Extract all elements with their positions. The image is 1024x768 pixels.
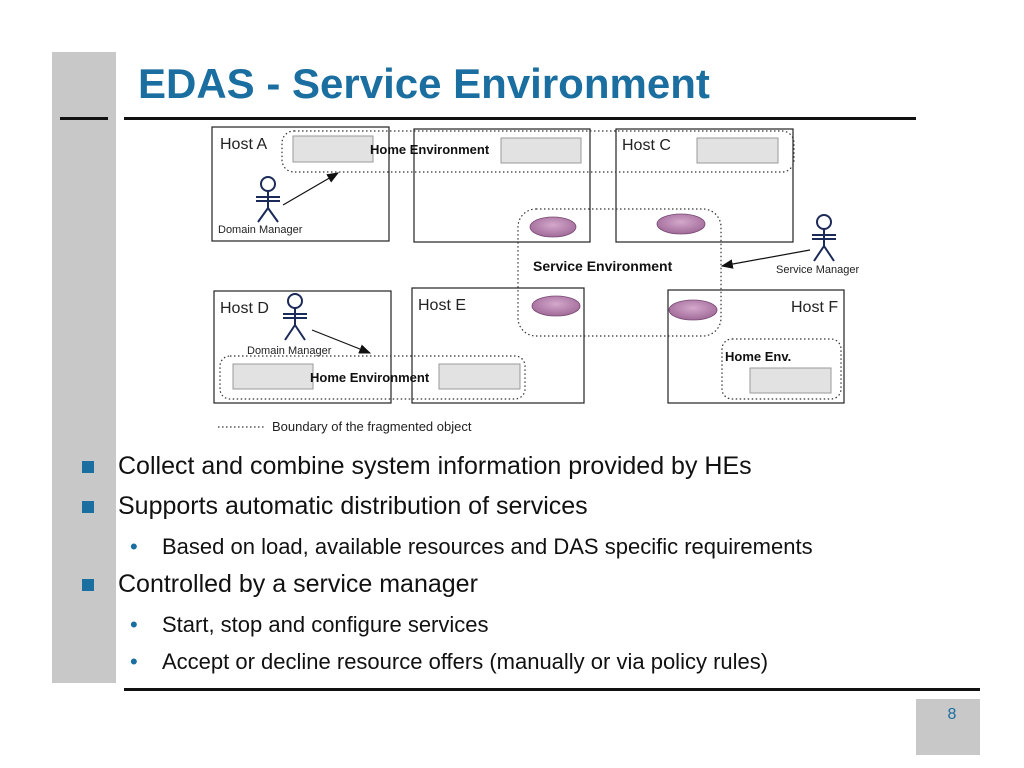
home-environment-bottom-label: Home Environment bbox=[310, 370, 430, 385]
host-a-box bbox=[211, 126, 390, 242]
service-fragment-1 bbox=[529, 216, 577, 238]
sub-bullet-text: Accept or decline resource offers (manua… bbox=[162, 649, 769, 674]
home-environment-bottom-boundary bbox=[219, 355, 526, 400]
home-environment-top-label: Home Environment bbox=[370, 142, 490, 157]
host-d-label: Host D bbox=[220, 300, 269, 317]
arrow-service-manager bbox=[720, 249, 811, 269]
domain-manager-a-icon bbox=[256, 176, 280, 223]
dot-bullet-icon: • bbox=[130, 649, 138, 674]
bullet-text: Supports automatic distribution of servi… bbox=[118, 492, 588, 520]
service-environment-label: Service Environment bbox=[533, 258, 673, 274]
square-bullet-icon bbox=[82, 501, 94, 513]
host-c-label: Host C bbox=[622, 137, 671, 154]
sub-bullet-text: Based on load, available resources and D… bbox=[162, 534, 813, 559]
service-fragment-3 bbox=[531, 295, 581, 317]
square-bullet-icon bbox=[82, 461, 94, 473]
fragment-box-a bbox=[292, 135, 374, 163]
host-b-box bbox=[413, 128, 591, 243]
fragment-box-b bbox=[500, 137, 582, 164]
page-number: 8 bbox=[947, 706, 957, 723]
arrow-domain-manager-a bbox=[282, 172, 340, 206]
home-env-f-label: Home Env. bbox=[725, 349, 791, 364]
fragment-box-d bbox=[232, 363, 314, 390]
host-d-box bbox=[213, 290, 392, 404]
domain-manager-a-label: Domain Manager bbox=[218, 224, 303, 236]
service-manager-label: Service Manager bbox=[776, 264, 859, 276]
host-c-box bbox=[615, 128, 794, 243]
host-f-box bbox=[667, 289, 845, 404]
fragment-box-e bbox=[438, 363, 521, 390]
service-fragment-2 bbox=[656, 213, 706, 235]
host-f-label: Host F bbox=[791, 299, 838, 316]
dot-bullet-icon: • bbox=[130, 612, 138, 637]
host-e-box bbox=[411, 287, 585, 404]
bullet-text: Controlled by a service manager bbox=[118, 570, 478, 598]
sidebar-decoration bbox=[52, 52, 116, 683]
domain-manager-d-icon bbox=[283, 293, 307, 341]
home-environment-top-boundary bbox=[281, 130, 795, 173]
arrow-domain-manager-d bbox=[311, 329, 372, 354]
fragment-box-f bbox=[749, 367, 832, 394]
footer-rule bbox=[124, 688, 980, 691]
title-rule-short bbox=[60, 117, 108, 120]
domain-manager-d-label: Domain Manager bbox=[247, 345, 332, 357]
host-e-label: Host E bbox=[418, 297, 466, 314]
square-bullet-icon bbox=[82, 579, 94, 591]
service-environment-boundary bbox=[517, 208, 722, 337]
fragment-box-c bbox=[696, 137, 779, 164]
title-rule bbox=[124, 117, 916, 120]
host-a-label: Host A bbox=[220, 136, 267, 153]
service-fragment-4 bbox=[668, 299, 718, 321]
bullet-text: Collect and combine system information p… bbox=[118, 452, 752, 480]
slide-title: EDAS - Service Environment bbox=[138, 60, 710, 107]
page-number-box: 8 bbox=[916, 699, 980, 755]
sub-bullet-text: Start, stop and configure services bbox=[162, 612, 489, 637]
dot-bullet-icon: • bbox=[130, 534, 138, 559]
home-env-f-boundary bbox=[721, 338, 842, 400]
legend-label: Boundary of the fragmented object bbox=[272, 419, 472, 434]
service-manager-icon bbox=[812, 214, 836, 262]
